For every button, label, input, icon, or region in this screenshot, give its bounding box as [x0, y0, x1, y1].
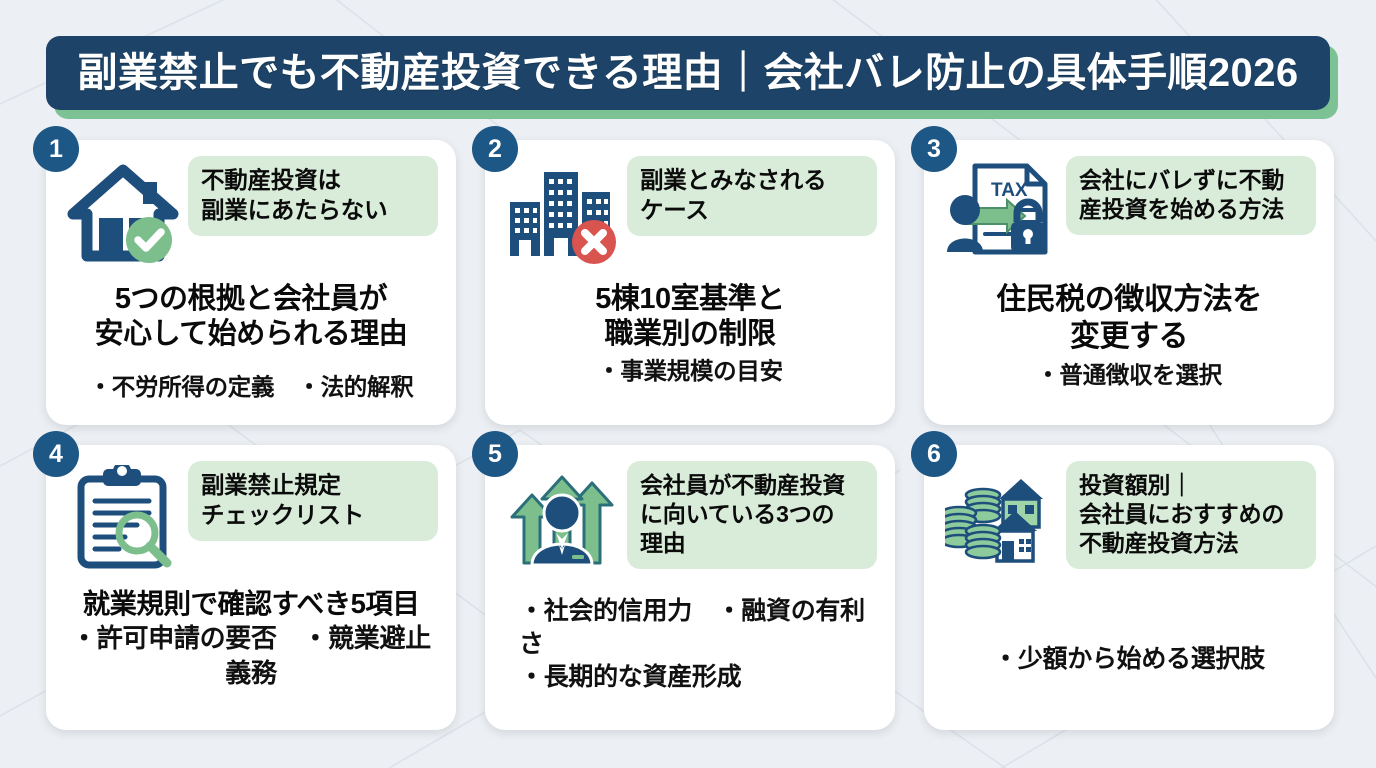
card-3-number-badge: 3 [911, 126, 957, 172]
card-5-top: 会社員が不動産投資 に向いている3つの 理由 [503, 461, 877, 573]
card-6-chip: 投資額別｜ 会社員におすすめの 不動産投資方法 [1066, 461, 1316, 569]
card-3-bullets: ・普通徴収を選択 [1036, 361, 1222, 388]
card-3[interactable]: 3 TAX [911, 126, 1334, 425]
coins-houses-icon [942, 461, 1060, 573]
title-banner: 副業禁止でも不動産投資できる理由｜会社バレ防止の具体手順2026 [46, 36, 1338, 119]
card-1-top: 不動産投資は 副業にあたらない [64, 156, 438, 268]
card-3-headline: 住民税の徴収方法を 変更する [996, 283, 1262, 353]
card-1[interactable]: 1 不動産投資は 副業にあたらない 5つの根拠と会社員が 安心して始められる理由… [33, 126, 456, 425]
card-4-bullets: ・許可申請の要否 ・競業避止義務 [71, 623, 431, 688]
card-2-top: 副業とみなされる ケース [503, 156, 877, 268]
card-6-number-badge: 6 [911, 431, 957, 477]
card-4-headline: 就業規則で確認すべき5項目 [82, 588, 420, 619]
title-banner-bar: 副業禁止でも不動産投資できる理由｜会社バレ防止の具体手順2026 [46, 36, 1330, 110]
clipboard-search-icon [64, 461, 182, 573]
card-1-headline: 5つの根拠と会社員が 安心して始められる理由 [94, 283, 408, 351]
card-5-number-badge: 5 [472, 431, 518, 477]
card-6-bullets: ・少額から始める選択肢 [993, 645, 1265, 673]
card-4-top: 副業禁止規定 チェックリスト [64, 461, 438, 573]
card-6-top: 投資額別｜ 会社員におすすめの 不動産投資方法 [942, 461, 1316, 573]
card-2-bullets: ・事業規模の目安 [597, 357, 783, 384]
card-5-bullets: ・社会的信用力 ・融資の有利さ ・長期的な資産形成 [519, 597, 865, 691]
card-5-chip: 会社員が不動産投資 に向いている3つの 理由 [627, 461, 877, 569]
card-2-headline: 5棟10室基準と 職業別の制限 [595, 283, 785, 351]
card-3-top: TAX 会社にバレずに不動 産投資を始める方法 [942, 156, 1316, 268]
svg-text:TAX: TAX [991, 180, 1028, 201]
buildings-cross-icon [503, 156, 621, 268]
card-5[interactable]: 5 会社員が不動産 [472, 431, 895, 730]
card-2-number-badge: 2 [472, 126, 518, 172]
businessman-arrows-up-icon [503, 461, 621, 573]
card-3-chip: 会社にバレずに不動 産投資を始める方法 [1066, 156, 1316, 235]
tax-document-lock-icon: TAX [942, 156, 1060, 268]
card-4[interactable]: 4 副業禁止規定 チェックリスト [33, 431, 456, 730]
page-title: 副業禁止でも不動産投資できる理由｜会社バレ防止の具体手順2026 [77, 51, 1299, 95]
card-4-number-badge: 4 [33, 431, 79, 477]
card-grid: 1 不動産投資は 副業にあたらない 5つの根拠と会社員が 安心して始められる理由… [33, 126, 1334, 740]
card-2-chip: 副業とみなされる ケース [627, 156, 877, 237]
card-2[interactable]: 2 [472, 126, 895, 425]
card-6[interactable]: 6 [911, 431, 1334, 730]
card-1-number-badge: 1 [33, 126, 79, 172]
card-1-bullets: ・不労所得の定義 ・法的解釈 [88, 373, 414, 400]
card-1-chip: 不動産投資は 副業にあたらない [188, 156, 438, 237]
card-4-chip: 副業禁止規定 チェックリスト [188, 461, 438, 542]
house-check-icon [64, 156, 182, 268]
